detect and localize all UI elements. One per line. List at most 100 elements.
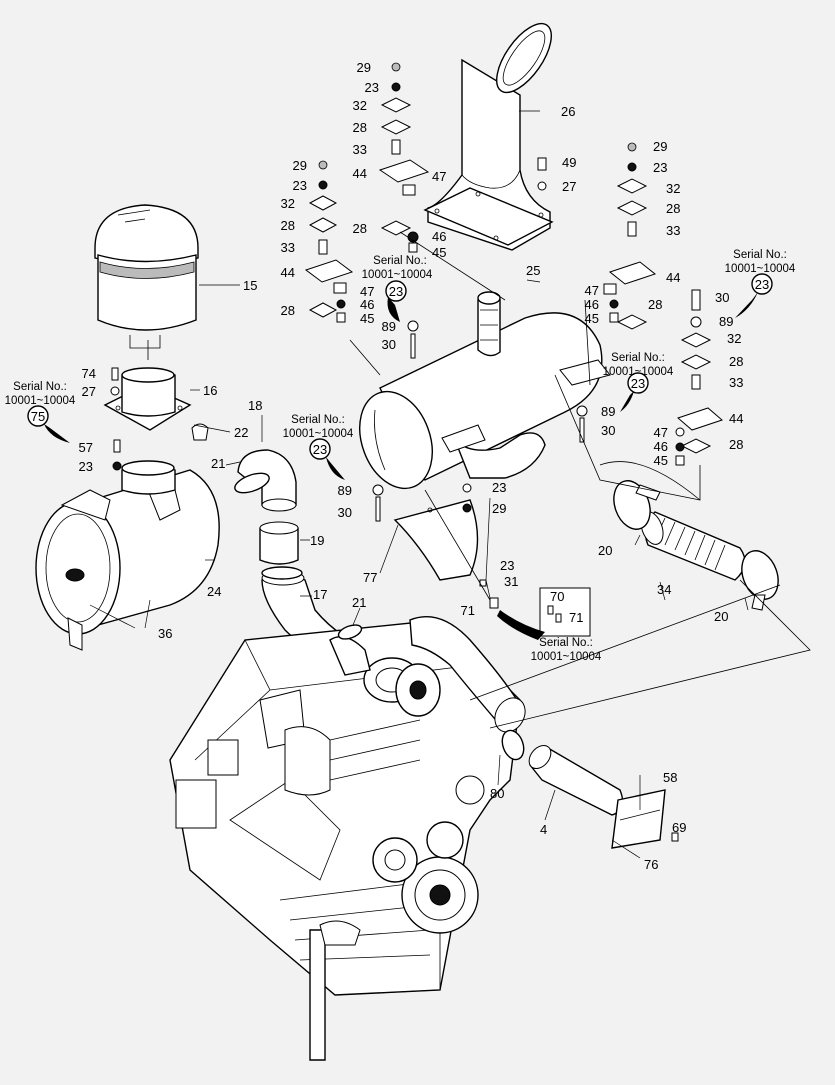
callout-45: 45 <box>432 245 446 260</box>
callout-22: 22 <box>234 425 248 440</box>
exhaust-pipe-4 <box>528 744 624 816</box>
callout-44: 44 <box>281 265 295 280</box>
callout-57: 57 <box>79 440 93 455</box>
air-cleaner-cap <box>94 204 199 349</box>
callout-28: 28 <box>729 437 743 452</box>
callout-28: 28 <box>353 120 367 135</box>
exhaust-guard <box>611 789 666 849</box>
exhaust-clamp-80 <box>501 729 525 761</box>
serial-range: 10001~10004 <box>725 263 796 275</box>
callout-44: 44 <box>729 411 743 426</box>
callout-16: 16 <box>203 383 217 398</box>
callout-28: 28 <box>281 303 295 318</box>
muffler <box>359 291 611 490</box>
callout-70: 70 <box>550 589 564 604</box>
callout-58: 58 <box>663 770 677 785</box>
callout-47: 47 <box>654 425 668 440</box>
callout-23: 23 <box>365 80 379 95</box>
callout-29: 29 <box>357 60 371 75</box>
serial-range: 10001~10004 <box>362 269 433 281</box>
leader-lines <box>89 110 811 859</box>
callout-33: 33 <box>281 240 295 255</box>
callout-18: 18 <box>248 398 262 413</box>
callout-23: 23 <box>653 160 667 175</box>
callout-45: 45 <box>585 311 599 326</box>
callout-47: 47 <box>432 169 446 184</box>
serial-notes: Serial No.: 10001~10004 Serial No.: 1000… <box>5 249 796 663</box>
turbocharger <box>329 636 441 717</box>
callout-28: 28 <box>281 218 295 233</box>
exhaust-clamp-right <box>741 550 779 611</box>
ref-badge-text: 75 <box>31 409 45 424</box>
callout-26: 26 <box>561 104 575 119</box>
callout-89: 89 <box>719 314 733 329</box>
callout-33: 33 <box>729 375 743 390</box>
callout-30: 30 <box>601 423 615 438</box>
callout-69: 69 <box>672 820 686 835</box>
reference-badges: 23 23 23 23 75 <box>27 273 773 480</box>
callout-28: 28 <box>729 354 743 369</box>
callout-32: 32 <box>353 98 367 113</box>
callout-32: 32 <box>281 196 295 211</box>
callout-29: 29 <box>293 158 307 173</box>
callout-29: 29 <box>492 501 506 516</box>
callout-71: 71 <box>569 610 583 625</box>
detail-box <box>497 587 591 640</box>
callout-46: 46 <box>432 229 446 244</box>
callout-20: 20 <box>714 609 728 624</box>
ref-badge-23-b: 23 <box>735 273 773 318</box>
callout-89: 89 <box>382 319 396 334</box>
callout-89: 89 <box>338 483 352 498</box>
serial-label: Serial No.: <box>373 255 427 267</box>
callout-49: 49 <box>562 155 576 170</box>
callout-33: 33 <box>353 142 367 157</box>
callout-76: 76 <box>644 857 658 872</box>
callout-23: 23 <box>79 459 93 474</box>
callout-labels: 29 23 32 28 33 44 28 47 46 45 26 49 27 2… <box>79 60 744 872</box>
small-hardware <box>110 157 679 842</box>
callout-19: 19 <box>310 533 324 548</box>
serial-label: Serial No.: <box>291 414 345 426</box>
callout-33: 33 <box>666 223 680 238</box>
callout-21: 21 <box>211 456 225 471</box>
callout-45: 45 <box>360 311 374 326</box>
callout-89: 89 <box>601 404 615 419</box>
callout-44: 44 <box>353 166 367 181</box>
callout-44: 44 <box>666 270 680 285</box>
heat-shield <box>393 499 479 581</box>
callout-46: 46 <box>360 297 374 312</box>
callout-47: 47 <box>360 284 374 299</box>
callout-74: 74 <box>82 366 96 381</box>
callout-30: 30 <box>715 290 729 305</box>
ref-badge-text: 23 <box>313 442 327 457</box>
callout-77: 77 <box>363 570 377 585</box>
callout-30: 30 <box>338 505 352 520</box>
callout-28: 28 <box>353 221 367 236</box>
callout-29: 29 <box>653 139 667 154</box>
serial-range: 10001~10004 <box>531 651 602 663</box>
callout-4: 4 <box>540 822 547 837</box>
callout-30: 30 <box>382 337 396 352</box>
callout-36: 36 <box>158 626 172 641</box>
ref-badge-23-c: 23 <box>620 372 649 412</box>
callout-27: 27 <box>562 179 576 194</box>
intake-hose-19 <box>259 521 299 565</box>
hardware-stack-top <box>378 62 430 253</box>
hardware-stack-far-right <box>675 289 723 466</box>
hardware-stack-left <box>304 160 354 323</box>
callout-47: 47 <box>585 283 599 298</box>
air-cleaner-adapter <box>103 367 192 431</box>
callout-15: 15 <box>243 278 257 293</box>
callout-23: 23 <box>293 178 307 193</box>
callout-25: 25 <box>526 263 540 278</box>
hardware-stack-right <box>603 142 657 330</box>
serial-range: 10001~10004 <box>5 395 76 407</box>
callout-34: 34 <box>657 582 671 597</box>
callout-20: 20 <box>598 543 612 558</box>
engine-block <box>169 619 521 1061</box>
serial-range: 10001~10004 <box>283 428 354 440</box>
callout-46: 46 <box>654 439 668 454</box>
callout-46: 46 <box>585 297 599 312</box>
callout-31: 31 <box>504 574 518 589</box>
